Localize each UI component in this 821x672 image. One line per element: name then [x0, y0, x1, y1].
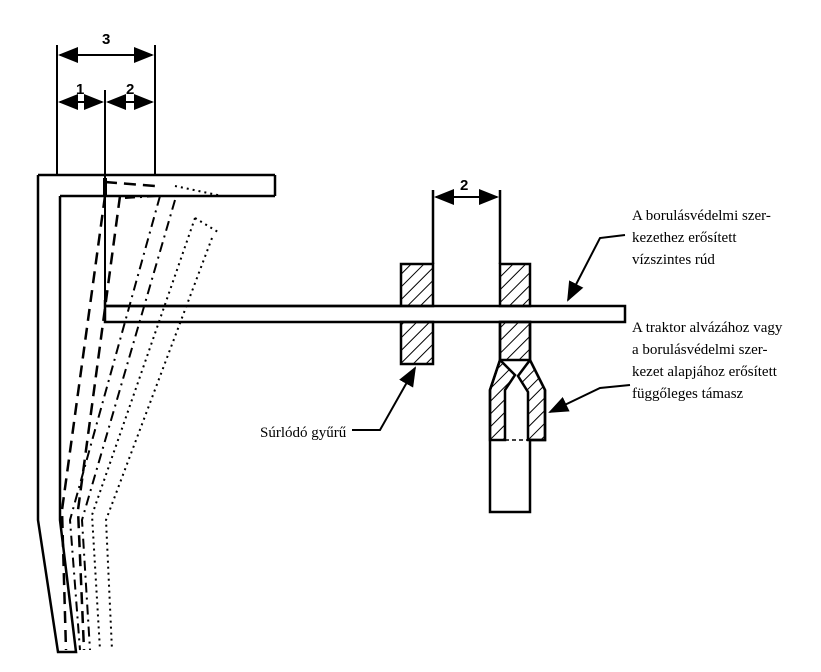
horizontal-rod — [103, 300, 627, 324]
friction-ring-post — [431, 190, 502, 264]
deflected-position-2 — [68, 195, 176, 651]
dim-label-2-right: 2 — [460, 177, 468, 194]
deflected-position-3 — [90, 185, 223, 651]
label-friction-ring: Súrlódó gyűrű — [260, 425, 347, 441]
dimension-group-left — [56, 45, 156, 300]
vertical-support — [488, 320, 547, 514]
label-horizontal-rod: A borulásvédelmi szer- kezethez erősítet… — [632, 208, 775, 268]
dim-label-1: 1 — [76, 81, 84, 98]
dim-label-2-top: 2 — [126, 81, 134, 98]
leader-horizontal-rod — [567, 234, 626, 302]
deflection-upright — [36, 173, 277, 654]
leader-friction-ring — [352, 366, 416, 431]
dim-label-3: 3 — [102, 31, 110, 48]
leader-vertical-support — [548, 384, 631, 413]
friction-ring — [399, 262, 532, 366]
label-vertical-support: A traktor alvázához vagy a borulásvédelm… — [632, 320, 786, 402]
